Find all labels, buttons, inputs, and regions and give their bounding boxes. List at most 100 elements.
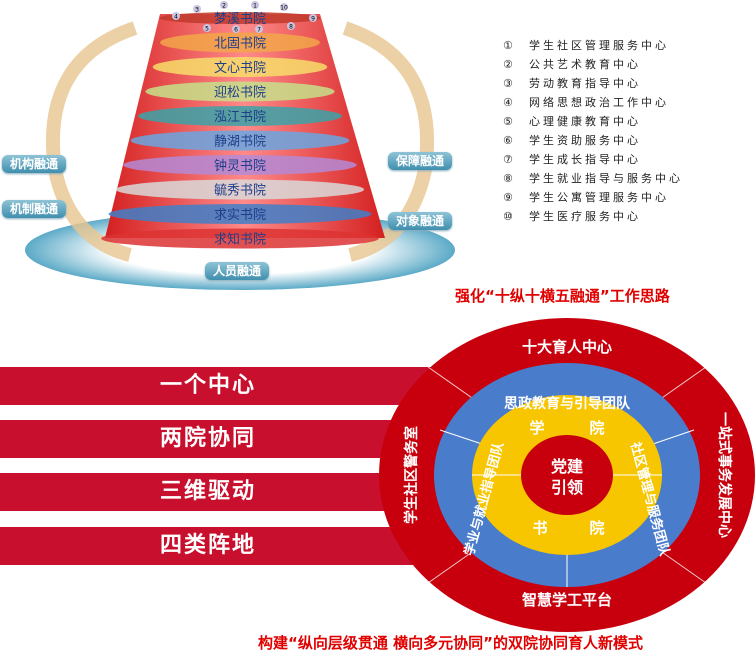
center-number: ⑦ [503, 153, 513, 166]
bar-three-drivers: 三维驱动 [0, 473, 440, 511]
number-badge [280, 3, 288, 11]
center-list-item: ⑤ 心理健康教育中心 [503, 112, 683, 131]
outer-top-label: 十大育人中心 [522, 338, 612, 356]
college-band [159, 12, 321, 24]
center-name: 学生公寓管理服务中心 [529, 191, 669, 204]
number-badge [172, 12, 180, 20]
number-badge [255, 25, 263, 33]
college-band [152, 57, 328, 77]
core-line1: 党建 [551, 457, 583, 476]
college-band [123, 155, 357, 175]
center-number: ① [503, 39, 513, 52]
college-band [101, 228, 379, 249]
number-badge-label: 1 [253, 3, 257, 10]
college-label: 求知书院 [214, 232, 266, 248]
bar-label: 两院协同 [160, 426, 257, 451]
college-band [108, 204, 372, 224]
bar-two-colleges: 两院协同 [0, 420, 440, 458]
center-list-item: ⑦ 学生成长指导中心 [503, 150, 683, 169]
center-name: 学生医疗服务中心 [529, 210, 641, 223]
outer-right-label: 一站式事务发展中心 [716, 412, 733, 538]
center-list: ① 学生社区管理服务中心 ② 公共艺术教育中心 ③ 劳动教育指导中心 ④ 网络思想政治工作中心… [503, 36, 683, 226]
center-number: ③ [503, 77, 513, 90]
center-number: ⑥ [503, 134, 513, 147]
college-band [130, 130, 350, 151]
number-badge-label: 6 [234, 27, 238, 34]
yellow-yuan-top: 院 [589, 419, 604, 437]
bottom-caption: 构建“纵向层级贯通 横向多元协同”的双院协同育人新模式 [258, 634, 643, 652]
center-list-item: ② 公共艺术教育中心 [503, 55, 683, 74]
college-label: 钟灵书院 [214, 158, 266, 174]
core-circle [521, 435, 613, 515]
blue-top-label: 思政教育与引导团队 [504, 395, 631, 412]
center-number: ⑧ [503, 172, 513, 185]
number-badge [232, 25, 240, 33]
tag-institution-integration: 机构融通 [2, 155, 67, 173]
number-badge-label: 10 [280, 5, 288, 12]
number-badge [251, 1, 259, 9]
center-name: 劳动教育指导中心 [529, 77, 641, 90]
center-list-item: ⑩ 学生医疗服务中心 [503, 207, 683, 226]
ring-diagram: 十大育人中心 智慧学工平台 学生社区警务室 一站式事务发展中心 思政教育与引导团… [379, 318, 755, 632]
outer-bottom-label: 智慧学工平台 [522, 591, 612, 609]
center-list-item: ⑧ 学生就业指导与服务中心 [503, 169, 683, 188]
college-label: 迎松书院 [214, 86, 266, 101]
bar-label: 四类阵地 [160, 533, 257, 558]
center-list-item: ③ 劳动教育指导中心 [503, 74, 683, 93]
tag-personnel-integration: 人员融通 [205, 262, 270, 280]
tag-mechanism-integration: 机制融通 [2, 200, 67, 218]
number-badge-label: 8 [289, 24, 293, 31]
outer-left-label: 学生社区警务室 [403, 426, 420, 524]
center-number: ⑨ [503, 191, 513, 204]
center-name: 网络思想政治工作中心 [529, 96, 669, 109]
center-name: 学生资助服务中心 [529, 134, 641, 147]
center-list-item: ① 学生社区管理服务中心 [503, 36, 683, 55]
core-line2: 引领 [551, 478, 583, 497]
number-badge-label: 9 [311, 16, 315, 23]
number-badge-label: 2 [222, 3, 226, 10]
number-badge-label: 4 [174, 14, 178, 21]
college-label: 求实书院 [214, 208, 266, 223]
college-label: 北固书院 [214, 37, 266, 52]
center-name: 学生就业指导与服务中心 [529, 172, 683, 185]
college-band [160, 32, 320, 53]
center-number: ② [503, 58, 513, 71]
center-number: ④ [503, 96, 513, 109]
top-caption: 强化“十纵十横五融通”工作思路 [455, 287, 670, 305]
tag-target-integration: 对象融通 [388, 212, 453, 230]
number-badge [287, 22, 295, 30]
tag-guarantee-integration: 保障融通 [388, 152, 453, 170]
center-list-item: ④ 网络思想政治工作中心 [503, 93, 683, 112]
college-band [145, 81, 335, 102]
college-band [138, 106, 342, 126]
center-name: 心理健康教育中心 [529, 115, 641, 128]
center-number: ⑩ [503, 210, 513, 223]
college-label: 静湖书院 [214, 135, 266, 150]
yellow-shu: 书 [532, 519, 547, 537]
college-label: 梦溪书院 [214, 12, 266, 27]
college-label: 毓秀书院 [214, 183, 266, 199]
college-band [115, 179, 365, 200]
yellow-xue: 学 [529, 419, 544, 437]
top-diagram-canvas: 梦溪书院北固书院文心书院迎松书院泓江书院静湖书院钟灵书院毓秀书院求实书院求知书院… [25, 1, 455, 290]
number-badge-label: 3 [195, 7, 199, 14]
number-badge [309, 14, 317, 22]
number-badge-label: 7 [257, 27, 261, 34]
college-label: 文心书院 [214, 61, 266, 76]
bar-four-positions: 四类阵地 [0, 527, 440, 565]
college-label: 泓江书院 [214, 110, 266, 125]
center-list-item: ⑨ 学生公寓管理服务中心 [503, 188, 683, 207]
center-name: 学生社区管理服务中心 [529, 39, 669, 52]
bar-label: 一个中心 [160, 373, 257, 398]
bar-label: 三维驱动 [160, 479, 257, 504]
center-name: 公共艺术教育中心 [529, 58, 641, 71]
number-badge-label: 5 [205, 26, 209, 33]
center-list-item: ⑥ 学生资助服务中心 [503, 131, 683, 150]
center-name: 学生成长指导中心 [529, 153, 641, 166]
number-badge [203, 24, 211, 32]
yellow-yuan-bottom: 院 [589, 519, 604, 537]
number-badge [193, 5, 201, 13]
number-badge [220, 1, 228, 9]
bar-one-center: 一个中心 [0, 367, 440, 405]
center-number: ⑤ [503, 115, 513, 128]
